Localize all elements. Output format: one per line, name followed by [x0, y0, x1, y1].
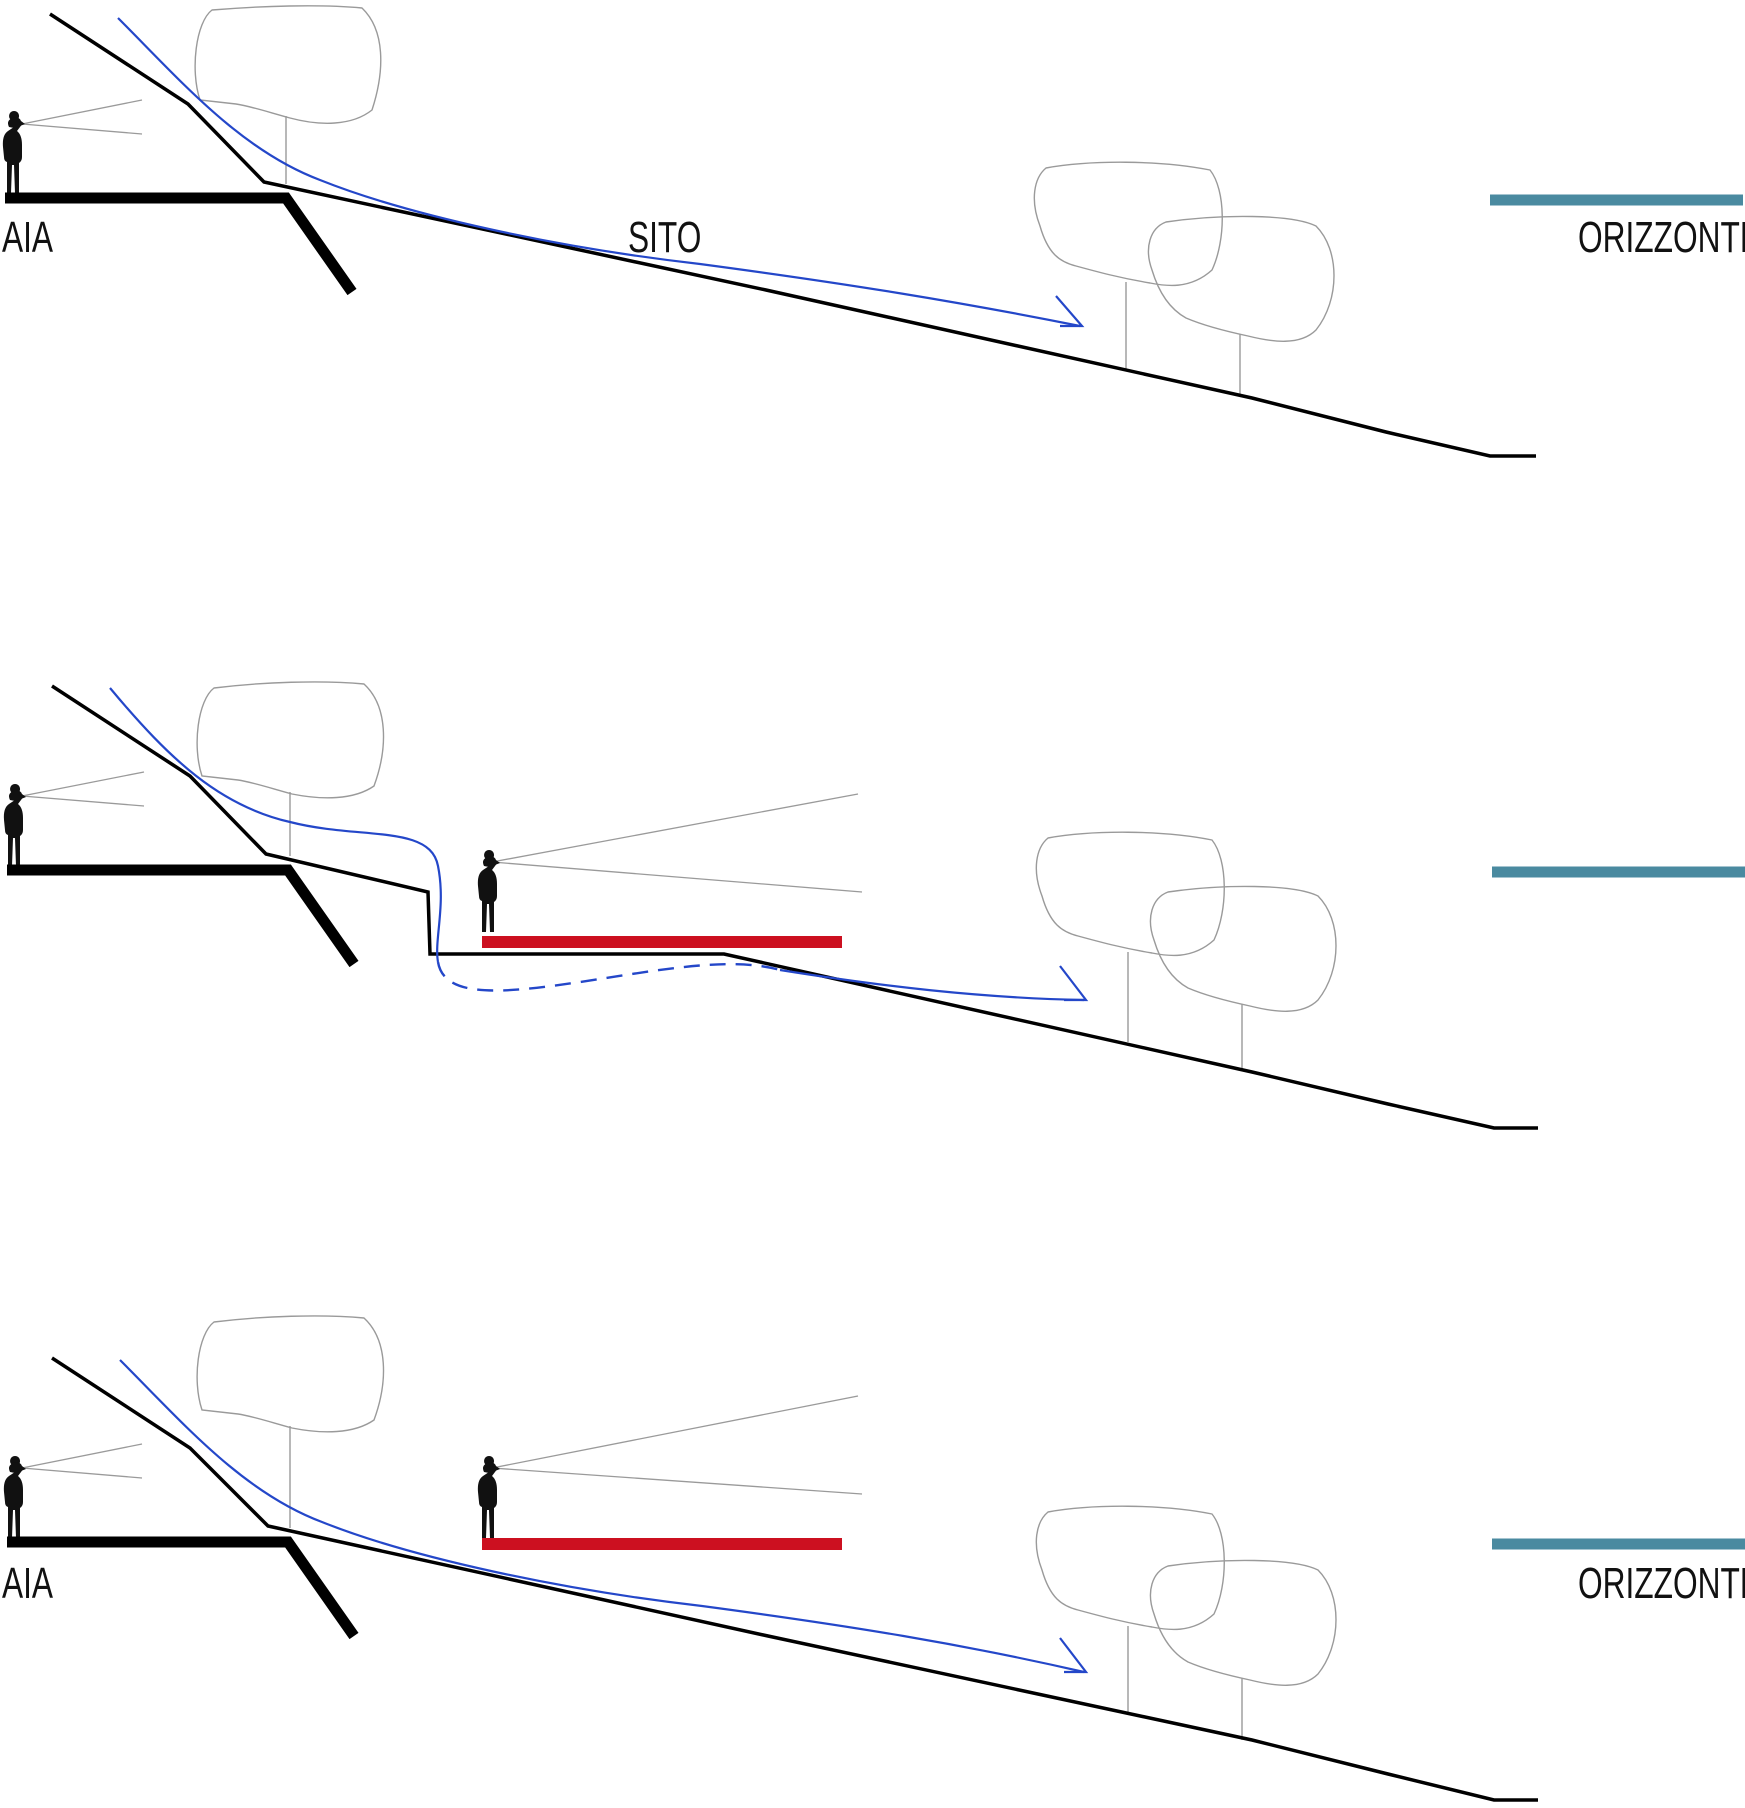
sight-line: [21, 99, 143, 125]
movement-path: [109, 687, 442, 963]
movement-path: [117, 17, 1081, 328]
tree-upper: [196, 1315, 385, 1528]
ground-profile: [51, 684, 1538, 1130]
tree-crown: [1035, 1505, 1225, 1631]
viewer-platform: [477, 1456, 500, 1538]
tree-crown: [1035, 831, 1225, 957]
sight-line: [491, 861, 863, 893]
tree-crown: [1149, 1559, 1337, 1686]
viewer-platform: [477, 850, 500, 932]
tree-crown: [196, 1315, 385, 1433]
tree-crown: [196, 681, 385, 799]
viewer-aia: [2, 111, 25, 193]
tree-upper: [196, 681, 385, 856]
tree-crown: [194, 5, 382, 124]
tree-crown: [1149, 885, 1337, 1012]
tree-lower-left: [1035, 831, 1225, 1042]
sight-line: [21, 1467, 143, 1479]
arrow-head: [1059, 1637, 1089, 1674]
sight-line: [21, 795, 145, 807]
aia-platform: [5, 192, 357, 296]
tree-lower-right: [1149, 1559, 1337, 1740]
sight-line: [21, 123, 143, 135]
ground-profile: [49, 12, 1536, 458]
viewer-aia: [3, 1456, 26, 1538]
movement-path-hidden: [436, 961, 781, 992]
sight-line: [491, 1467, 863, 1495]
tree-lower-right: [1147, 215, 1335, 396]
movement-path: [779, 968, 1085, 1002]
tree-lower-left: [1033, 161, 1223, 370]
viewer-aia: [3, 784, 26, 866]
aia-platform: [7, 864, 359, 968]
label-orizzonte: ORIZZONTE: [1578, 1559, 1745, 1608]
label-aia: AIA: [2, 1559, 53, 1608]
label-orizzonte: ORIZZONTE: [1578, 213, 1745, 262]
sight-line: [21, 1443, 143, 1469]
label-sito: SITO: [628, 213, 701, 262]
tree-crown: [1147, 215, 1335, 342]
sight-line: [491, 1395, 859, 1469]
tree-lower-right: [1149, 885, 1337, 1070]
tree-upper: [194, 5, 382, 184]
tree-crown: [1033, 161, 1223, 287]
panel-2: [3, 681, 1745, 1130]
label-aia: AIA: [2, 213, 53, 262]
aia-platform: [7, 1536, 359, 1640]
sight-line: [21, 771, 145, 797]
movement-path: [119, 1359, 1085, 1674]
arrow-head: [1059, 965, 1089, 1002]
tree-lower-left: [1035, 1505, 1225, 1712]
ground-profile: [51, 1356, 1538, 1802]
sight-line: [491, 793, 859, 863]
panel-3: AIA ORIZZONTE: [2, 1315, 1745, 1802]
panel-1: AIA SITO ORIZZONTE: [2, 5, 1745, 458]
arrow-head: [1055, 295, 1085, 328]
